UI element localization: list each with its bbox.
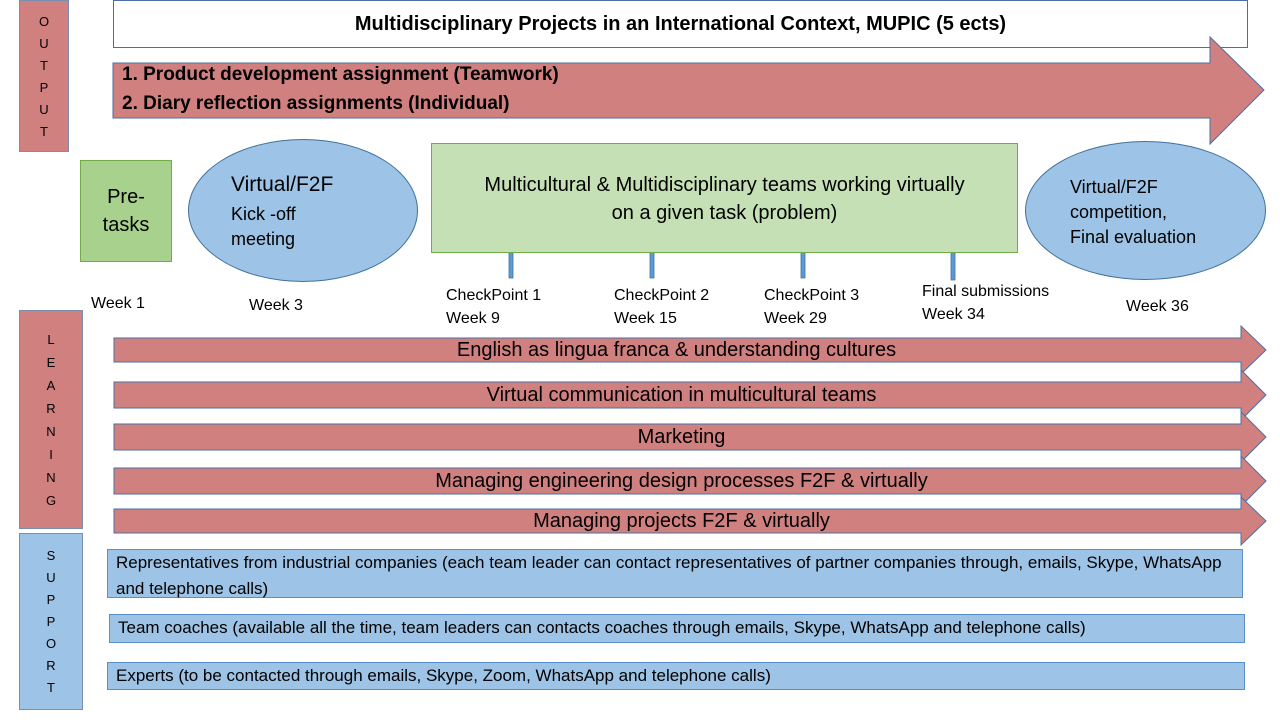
support-letter: U xyxy=(46,570,56,585)
support-item-experts: Experts (to be contacted through emails,… xyxy=(107,662,1245,690)
output-letter: T xyxy=(40,123,48,139)
week-36-label: Week 36 xyxy=(1126,298,1189,315)
support-letter: P xyxy=(46,614,56,629)
teamwork-text: Multicultural & Multidisciplinary teams … xyxy=(431,171,1018,227)
kickoff-line-1: Kick -off xyxy=(231,204,296,224)
support-letter: O xyxy=(45,636,57,651)
learning-arrow-1 xyxy=(113,324,1267,376)
teamwork-line-1: Multicultural & Multidisciplinary teams … xyxy=(484,174,965,196)
learning-item-2: Virtual communication in multicultural t… xyxy=(486,384,877,406)
kickoff-line-2: meeting xyxy=(231,229,296,249)
pretasks-label: Pre-tasks xyxy=(102,186,150,236)
output-side-label: O U T P U T xyxy=(19,0,69,152)
final-line-1: Virtual/F2F xyxy=(1070,177,1158,197)
pretasks-box: Pre-tasks xyxy=(80,160,172,262)
learning-letter: A xyxy=(46,377,56,393)
learning-side-label: L E A R N I N G xyxy=(19,310,83,529)
output-letter: U xyxy=(39,35,49,51)
support-letter: R xyxy=(46,658,56,673)
page-title: Multidisciplinary Projects in an Interna… xyxy=(113,0,1248,48)
checkpoint-3: CheckPoint 3 Week 29 xyxy=(764,284,859,330)
checkpoint-week: Week 29 xyxy=(764,310,827,327)
support-item-representatives: Representatives from industrial companie… xyxy=(107,549,1243,598)
learning-letter: R xyxy=(46,400,56,416)
final-submissions: Final submissions Week 34 xyxy=(922,280,1049,326)
learning-letter: N xyxy=(46,469,56,485)
checkpoint-label: Final submissions xyxy=(922,283,1050,300)
learning-arrow-2 xyxy=(113,368,1267,422)
learning-letter: L xyxy=(47,331,55,347)
learning-item-4: Managing engineering design processes F2… xyxy=(435,470,928,492)
learning-letter: E xyxy=(46,354,56,370)
support-letter: T xyxy=(47,680,55,695)
checkpoint-label: CheckPoint 2 xyxy=(614,287,710,304)
learning-arrow-4 xyxy=(113,454,1267,508)
support-letter: S xyxy=(46,548,56,563)
learning-item-3: Marketing xyxy=(637,426,726,448)
support-item-coaches: Team coaches (available all the time, te… xyxy=(109,614,1245,643)
checkpoint-week: Week 9 xyxy=(446,310,500,327)
learning-letter: G xyxy=(45,492,57,508)
learning-arrow-3 xyxy=(113,410,1267,464)
final-text: Virtual/F2F competition, Final evaluatio… xyxy=(1070,175,1196,250)
learning-arrow-5 xyxy=(113,495,1267,547)
output-line-1: 1. Product development assignment (Teamw… xyxy=(122,64,559,85)
checkpoint-2: CheckPoint 2 Week 15 xyxy=(614,284,709,330)
output-letter: T xyxy=(40,57,48,73)
checkpoint-label: CheckPoint 3 xyxy=(764,287,860,304)
output-letter: O xyxy=(38,13,50,29)
final-line-2: competition, xyxy=(1070,202,1168,222)
checkpoint-label: CheckPoint 1 xyxy=(446,287,542,304)
support-side-label: S U P P O R T xyxy=(19,533,83,710)
output-line-2: 2. Diary reflection assignments (Individ… xyxy=(122,93,510,114)
final-line-3: Final evaluation xyxy=(1070,227,1197,247)
learning-letter: N xyxy=(46,423,56,439)
output-letter: U xyxy=(39,101,49,117)
kickoff-title: Virtual/F2F xyxy=(231,173,334,196)
teamwork-box xyxy=(431,143,1018,253)
output-arrow xyxy=(112,35,1265,146)
learning-letter: I xyxy=(49,446,53,462)
final-ellipse xyxy=(1025,141,1266,280)
output-letter: P xyxy=(39,79,49,95)
week-3-label: Week 3 xyxy=(249,297,303,314)
checkpoint-week: Week 15 xyxy=(614,310,677,327)
week-1-label: Week 1 xyxy=(91,295,145,312)
checkpoint-1: CheckPoint 1 Week 9 xyxy=(446,284,541,330)
checkpoint-week: Week 34 xyxy=(922,306,985,323)
support-letter: P xyxy=(46,592,56,607)
learning-item-1: English as lingua franca & understanding… xyxy=(456,339,897,361)
learning-item-5: Managing projects F2F & virtually xyxy=(533,510,830,532)
teamwork-line-2: on a given task (problem) xyxy=(611,202,838,224)
kickoff-subtitle: Kick -off meeting xyxy=(231,202,296,252)
kickoff-ellipse xyxy=(188,139,418,282)
